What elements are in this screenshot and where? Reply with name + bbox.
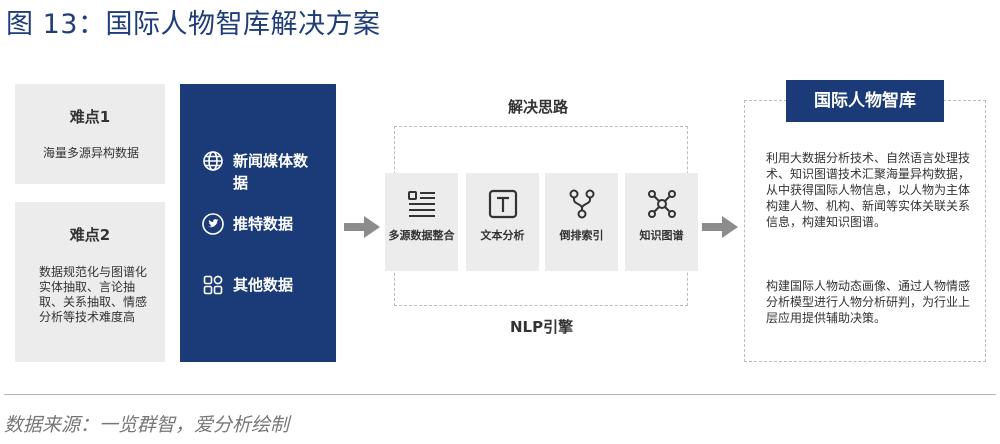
solution-step-integration: 多源数据整合: [385, 173, 458, 271]
graph-network-icon: [648, 190, 676, 218]
step-label: 倒排索引: [559, 229, 604, 242]
source-label: 其他数据: [233, 276, 294, 294]
nlp-engine-label: NLP引擎: [510, 318, 574, 336]
globe-icon: [203, 151, 223, 171]
difficulty-box-1: 难点1 海量多源异构数据: [15, 84, 165, 184]
step-label: 知识图谱: [639, 229, 684, 242]
source-label: 新闻媒体数据: [233, 152, 309, 192]
source-item-twitter: 推特数据: [202, 213, 313, 235]
step-label: 文本分析: [480, 229, 525, 242]
difficulty-text: 数据规范化与图谱化实体抽取、言论抽取、关系抽取、情感分析等技术难度高: [39, 265, 148, 324]
source-item-other: 其他数据: [202, 274, 313, 296]
difficulty-box-2: 难点2 数据规范化与图谱化实体抽取、言论抽取、关系抽取、情感分析等技术难度高: [15, 202, 165, 362]
solution-label: 解决思路: [508, 98, 569, 116]
data-sources-panel: 新闻媒体数据 推特数据 其他数据: [180, 84, 336, 362]
source-label: 推特数据: [233, 215, 294, 233]
difficulty-title: 难点1: [69, 108, 111, 126]
source-item-news: 新闻媒体数据: [202, 150, 313, 194]
fork-icon: [569, 189, 595, 219]
step-label: 多源数据整合: [388, 229, 455, 242]
solution-step-knowledge-graph: 知识图谱: [625, 173, 698, 271]
source-note: 数据来源：一览群智，爱分析绘制: [4, 414, 290, 436]
solution-step-text-analysis: 文本分析: [466, 173, 539, 271]
difficulty-title: 难点2: [69, 226, 111, 244]
library-title: 国际人物智库: [786, 80, 944, 122]
figure-title: 图 13：国际人物智库解决方案: [6, 9, 381, 40]
list-icon: [408, 191, 435, 217]
text-t-icon: [488, 189, 518, 219]
flow-arrow-right-icon: [344, 216, 380, 238]
library-paragraph: 利用大数据分析技术、自然语言处理技术、知识图谱技术汇聚海量异构数据，从中获得国际…: [766, 151, 971, 229]
difficulty-text: 海量多源异构数据: [43, 146, 140, 160]
flow-arrow-right-icon: [702, 216, 738, 238]
grid-apps-icon: [203, 275, 223, 295]
divider: [4, 394, 996, 395]
twitter-bird-icon: [202, 213, 224, 235]
library-paragraph: 构建国际人物动态画像、通过人物情感分析模型进行人物分析研判，为行业上层应用提供辅…: [766, 279, 971, 325]
solution-step-inverted-index: 倒排索引: [545, 173, 618, 271]
